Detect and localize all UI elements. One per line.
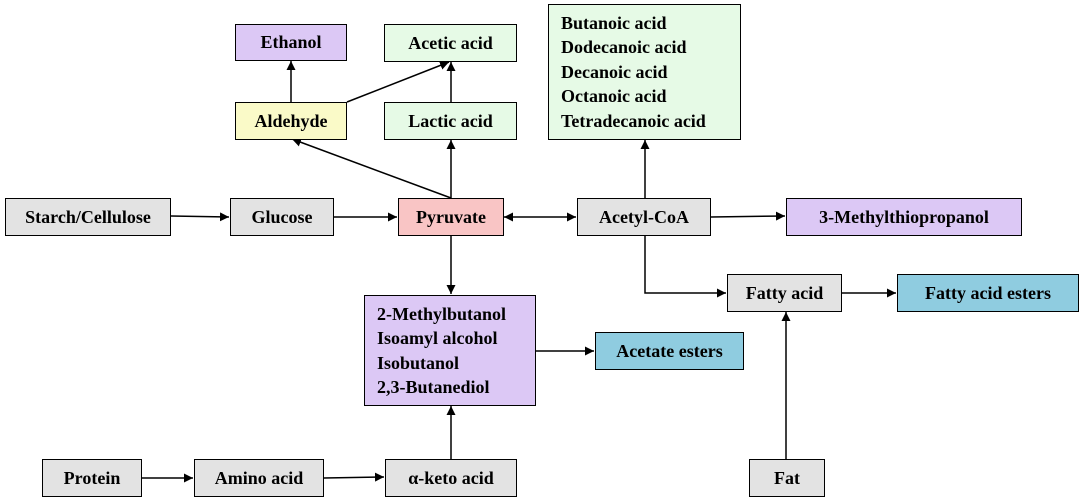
alcohol-item: Isobutanol [377,352,460,373]
node-ethanol: Ethanol [235,24,347,61]
node-acetyl-coa: Acetyl-CoA [577,198,711,236]
arrow-acetylcoa-to-methylthiopropanol [710,211,786,221]
node-aldehyde: Aldehyde [235,102,347,140]
node-fatty-acid-esters: Fatty acid esters [897,274,1079,312]
arrow-aldehyde-to-acetic-acid [346,61,450,103]
node-acetic-acid: Acetic acid [384,24,517,62]
node-lactic-acid: Lactic acid [384,102,517,140]
alcohol-item: 2-Methylbutanol [377,303,507,324]
fatty-acid-item: Butanoic acid [561,12,667,33]
arrow-starch-to-glucose [170,212,230,222]
arrow-amino-to-keto-acid [323,472,385,482]
arrow-pyruvate-to-aldehyde [291,137,452,199]
fatty-acid-item: Tetradecanoic acid [561,110,706,131]
node-alpha-keto-acid: α-keto acid [385,459,517,497]
alcohol-item: 2,3-Butanediol [377,377,490,397]
arrow-acetylcoa-to-fatty-acid [644,236,726,298]
fatty-acid-item: Decanoic acid [561,61,668,82]
node-amino-acid: Amino acid [194,459,324,497]
node-fat: Fat [749,459,825,497]
node-fatty-acid: Fatty acid [727,274,842,312]
fatty-acid-item: Dodecanoic acid [561,37,687,58]
node-starch-cellulose: Starch/Cellulose [5,198,171,236]
alcohol-item: Isoamyl alcohol [377,328,498,348]
node-3-methylthiopropanol: 3-Methylthiopropanol [786,198,1022,236]
node-alcohols-list: 2-Methylbutanol Isoamyl alcohol Isobutan… [364,295,536,406]
node-protein: Protein [42,459,142,497]
node-pyruvate: Pyruvate [398,198,504,236]
node-glucose: Glucose [230,198,334,236]
node-acetate-esters: Acetate esters [595,332,744,370]
fatty-acid-item: Octanoic acid [561,86,667,107]
node-fatty-acids-list: Butanoic acid Dodecanoic acid Decanoic a… [548,4,741,140]
